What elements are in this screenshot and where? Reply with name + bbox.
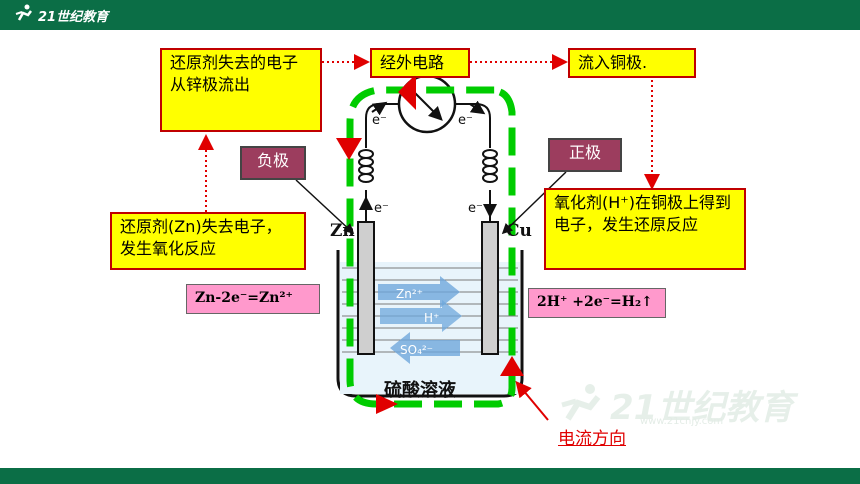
logo-text: 21世纪教育 xyxy=(38,9,109,25)
pointer-arrow xyxy=(515,380,549,421)
coil-right xyxy=(482,149,498,183)
box-zn-oxidation: 还原剂(Zn)失去电子，发生氧化反应 xyxy=(110,212,306,270)
cu-label: Cu xyxy=(506,221,532,241)
eq-h: 2H⁺ +2e⁻=H₂↑ xyxy=(528,288,666,318)
current-arrow xyxy=(398,74,416,110)
bottom-bar xyxy=(0,468,860,484)
cu-electrode xyxy=(481,221,499,355)
box-external-circuit: 经外电路 xyxy=(370,48,470,78)
eq-zn: Zn-2e⁻=Zn²⁺ xyxy=(186,284,320,314)
current-arrow xyxy=(376,394,398,414)
ion-arrow-h xyxy=(380,300,462,332)
zn-electrode xyxy=(357,221,375,355)
electron-label: e⁻ xyxy=(458,113,473,128)
pointer-arrow xyxy=(501,171,567,235)
runner-icon xyxy=(560,383,604,427)
box-flow-copper: 流入铜极. xyxy=(568,48,696,78)
electron-label: e⁻ xyxy=(374,201,389,216)
electron-label: e⁻ xyxy=(372,113,387,128)
runner-icon xyxy=(14,4,34,26)
box-oxidizer: 氧化剂(H⁺)在铜极上得到电子，发生还原反应 xyxy=(544,188,746,270)
label-negative: 负极 xyxy=(240,146,306,180)
top-bar xyxy=(0,0,860,30)
solution-label: 硫酸溶液 xyxy=(384,379,457,401)
watermark-url: www.21cnjy.com xyxy=(640,416,724,427)
current-arrow xyxy=(500,356,524,376)
ion-zn-label: Zn²⁺ xyxy=(396,287,423,301)
pointer-arrow xyxy=(295,179,355,235)
watermark: 21世纪教育 xyxy=(560,380,793,429)
current-arrow xyxy=(336,138,362,160)
logo: 21世纪教育 xyxy=(14,4,108,26)
coil-left xyxy=(358,149,374,183)
meter-needle xyxy=(411,89,443,121)
electron-arrow xyxy=(469,100,486,115)
current-direction-label: 电流方向 xyxy=(558,429,626,449)
ion-arrow-so4 xyxy=(390,332,460,364)
ion-arrow-zn xyxy=(378,276,460,308)
box-reducer-lose: 还原剂失去的电子从锌极流出 xyxy=(160,48,322,132)
watermark-text: 21世纪教育 xyxy=(610,388,794,428)
ion-h-label: H⁺ xyxy=(424,311,439,325)
electron-label: e⁻ xyxy=(468,201,483,216)
zn-label: Zn xyxy=(330,221,355,241)
label-positive: 正极 xyxy=(548,138,622,172)
ion-so4-label: SO₄²⁻ xyxy=(400,343,433,357)
electron-arrow xyxy=(371,101,388,116)
